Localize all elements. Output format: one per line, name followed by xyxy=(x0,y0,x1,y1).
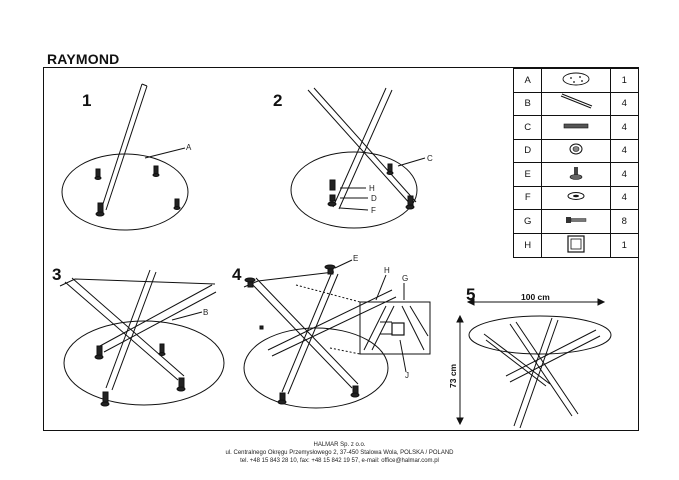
callout-e: E xyxy=(353,254,358,263)
step-2-illustration xyxy=(290,87,426,229)
part-qty: 1 xyxy=(609,232,640,258)
page-title: RAYMOND xyxy=(47,51,120,67)
parts-table: A 1 B 4 C 4 D 4 E 4 F 4 G 8 H 1 xyxy=(512,68,640,258)
square-bracket-icon xyxy=(541,232,611,258)
step-5-illustration xyxy=(456,298,612,429)
parts-row: C 4 xyxy=(512,115,640,140)
callout-d: D xyxy=(371,194,377,203)
footer-address: ul. Centralnego Okręgu Przemysłowego 2, … xyxy=(225,450,454,456)
parts-row: G 8 xyxy=(512,209,640,234)
callout-h-step2: H xyxy=(369,184,375,193)
part-letter: C xyxy=(512,115,543,140)
parts-row: H 1 xyxy=(512,232,640,258)
part-letter: G xyxy=(512,209,543,234)
glass-tabletop-icon xyxy=(541,68,611,93)
callout-c: C xyxy=(427,154,433,163)
parts-row: A 1 xyxy=(512,68,640,93)
part-qty: 4 xyxy=(609,138,640,163)
suction-pad-icon xyxy=(541,138,611,163)
step-1-number: 1 xyxy=(82,91,91,110)
part-qty: 4 xyxy=(609,162,640,187)
callout-j: J xyxy=(405,371,409,380)
footer-company: HALMAR Sp. z o.o. xyxy=(313,442,366,448)
glass-top-ellipse xyxy=(61,153,189,231)
step-2-number: 2 xyxy=(273,91,282,110)
part-letter: H xyxy=(512,232,543,258)
step-5-number: 5 xyxy=(466,285,475,304)
screw-icon xyxy=(541,209,611,234)
part-letter: E xyxy=(512,162,543,187)
part-qty: 1 xyxy=(609,68,640,93)
part-letter: D xyxy=(512,138,543,163)
washer-icon xyxy=(541,185,611,210)
part-qty: 4 xyxy=(609,115,640,140)
parts-row: E 4 xyxy=(512,162,640,187)
part-qty: 8 xyxy=(609,209,640,234)
parts-row: D 4 xyxy=(512,138,640,163)
parts-row: F 4 xyxy=(512,185,640,210)
width-dimension: 100 cm xyxy=(521,292,550,302)
part-letter: B xyxy=(512,91,543,116)
step-4-illustration xyxy=(243,259,431,409)
callout-g: G xyxy=(402,274,408,283)
step-3-number: 3 xyxy=(52,265,61,284)
step-1-illustration xyxy=(61,83,189,231)
part-letter: A xyxy=(512,68,543,93)
part-qty: 4 xyxy=(609,185,640,210)
callout-a: A xyxy=(186,143,192,152)
parts-row: B 4 xyxy=(512,91,640,116)
part-letter: F xyxy=(512,185,543,210)
callout-b: B xyxy=(203,308,208,317)
threaded-rod-icon xyxy=(541,115,611,140)
leg-icon xyxy=(541,91,611,116)
footer-contact: tel. +48 15 843 28 10, fax: +48 15 842 1… xyxy=(240,458,439,464)
step-4-number: 4 xyxy=(232,265,242,284)
step-3-illustration xyxy=(59,269,225,407)
callout-f: F xyxy=(371,206,376,215)
part-qty: 4 xyxy=(609,91,640,116)
bolt-mount-icon xyxy=(541,162,611,187)
callout-h-step4: H xyxy=(384,266,390,275)
height-dimension: 73 cm xyxy=(448,363,458,388)
instruction-frame xyxy=(43,67,639,431)
